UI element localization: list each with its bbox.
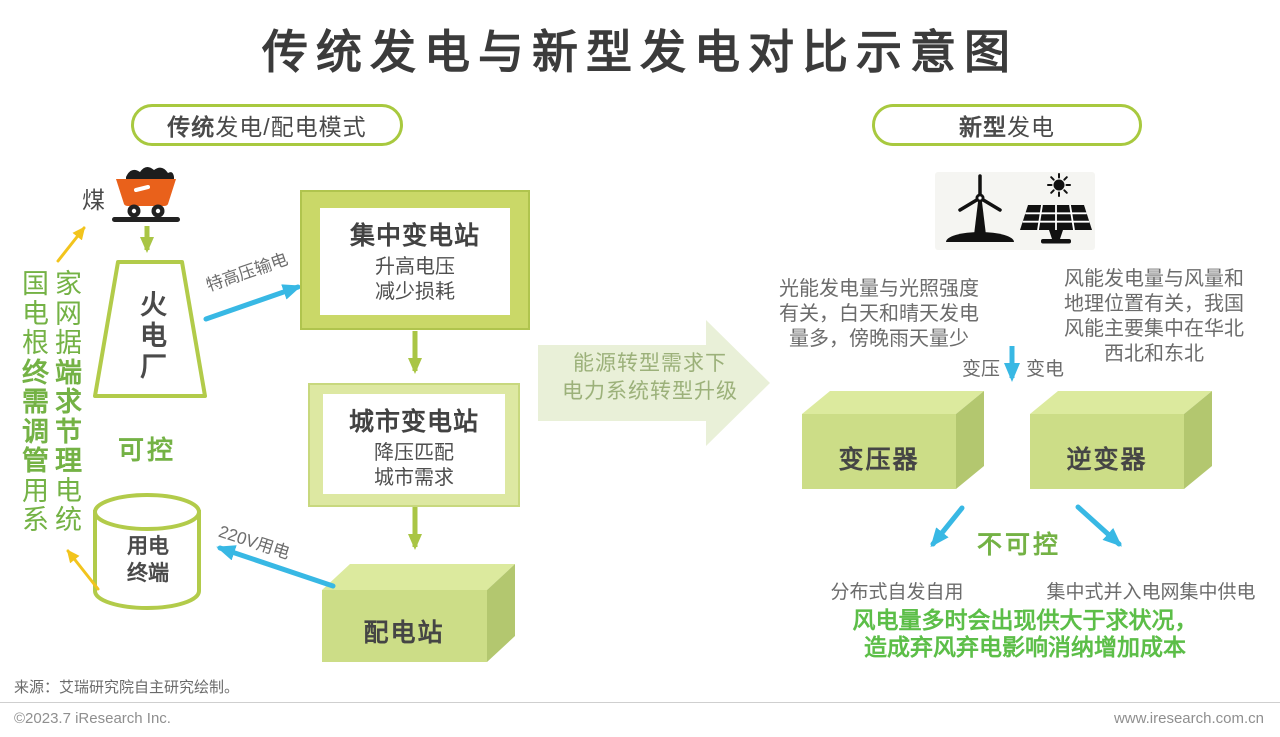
controllable-label: 可控 <box>118 435 177 465</box>
transform-voltage-label: 变压 <box>962 359 1001 380</box>
badge-traditional-rest: 发电/配电模式 <box>215 114 367 140</box>
thermal-plant-label: 火电厂 <box>136 290 166 383</box>
uhv-transmission-label: 特高压输电 <box>203 249 291 296</box>
solar-note: 光能发电量与光照强度 有关，白天和晴天发电 量多，傍晚雨天量少 <box>756 277 1002 352</box>
grid-note-line: 根据 <box>22 328 88 358</box>
grid-note-line: 国家 <box>22 269 88 299</box>
solar-note-line2: 有关，白天和晴天发电 <box>779 303 979 325</box>
power-terminal-label: 用电 终端 <box>110 533 186 587</box>
wind-note-line3: 风能主要集中在华北 <box>1064 318 1244 340</box>
copyright-text: ©2023.7 iResearch Inc. <box>14 710 171 727</box>
badge-traditional-bold: 传统 <box>167 114 216 140</box>
badge-modern-rest: 发电 <box>1007 114 1055 140</box>
solar-note-line3: 量多，傍晚雨天量少 <box>789 328 969 350</box>
wind-note-line1: 风能发电量与风量和 <box>1064 268 1244 290</box>
grid-note-line: 管理 <box>22 446 88 476</box>
city-substation-desc-line2: 城市需求 <box>374 467 454 489</box>
curtailment-warning-line2: 造成弃风弃电影响消纳增加成本 <box>864 634 1186 660</box>
central-substation-box: 集中变电站 升高电压 减少损耗 <box>300 190 530 330</box>
yellow-arrow-terminal-to-grid <box>66 549 100 591</box>
solar-note-line1: 光能发电量与光照强度 <box>779 278 979 300</box>
website-text: www.iresearch.com.cn <box>1113 710 1264 727</box>
distribution-station-label: 配电站 <box>363 619 445 647</box>
city-substation-desc: 降压匹配 城市需求 <box>323 441 505 491</box>
uncontrollable-label: 不可控 <box>977 531 1062 559</box>
transform-substation-label: 变电 <box>1026 359 1065 380</box>
grid-note-line: 电网 <box>22 298 88 329</box>
wind-turbine-icon <box>946 174 1014 242</box>
grid-note-line: 用电 <box>22 475 88 506</box>
city-substation-title: 城市变电站 <box>348 408 479 436</box>
grid-note-line: 调节 <box>22 416 88 447</box>
solar-panel-icon <box>1020 204 1092 244</box>
power-terminal-line1: 用电 <box>127 535 169 558</box>
source-note: 来源：艾瑞研究院自主研究绘制。 <box>14 679 240 696</box>
central-substation-desc-line1: 升高电压 <box>375 256 455 278</box>
city-substation-desc-line1: 降压匹配 <box>374 442 454 464</box>
yellow-arrow-grid-to-coal <box>56 226 86 263</box>
page-title: 传统发电与新型发电对比示意图 <box>262 26 1018 78</box>
grid-note-line: 需求 <box>22 387 88 417</box>
wind-note: 风能发电量与风量和 地理位置有关，我国 风能主要集中在华北 西北和东北 <box>1046 267 1262 367</box>
curtailment-warning: 风电量多时会出现供大于求状况， 造成弃风弃电影响消纳增加成本 <box>826 607 1224 661</box>
distributed-label: 分布式自发自用 <box>830 582 964 603</box>
wind-note-line4: 西北和东北 <box>1104 343 1204 365</box>
renewables-icon-panel <box>935 172 1095 250</box>
badge-modern-bold: 新型 <box>959 114 1007 140</box>
blue-arrow-to-distributed <box>930 505 965 548</box>
badge-modern: 新型发电 <box>872 104 1142 146</box>
badge-traditional: 传统发电/配电模式 <box>131 104 403 146</box>
blue-arrow-to-centralized <box>1075 504 1122 547</box>
transition-arrow-text: 能源转型需求下 电力系统转型升级 <box>540 350 760 406</box>
sun-icon <box>1047 173 1071 197</box>
coal-cart-icon <box>110 160 182 222</box>
coal-label: 煤 <box>82 187 105 213</box>
city-substation-inner: 城市变电站 降压匹配 城市需求 <box>323 394 505 494</box>
state-grid-note: 国家 电网 根据 终端 需求 调节 管理 用电 系统 <box>22 269 102 536</box>
transformer-label: 变压器 <box>838 446 920 474</box>
grid-note-line: 终端 <box>22 357 88 388</box>
transition-line2: 电力系统转型升级 <box>562 380 738 403</box>
wind-note-line2: 地理位置有关，我国 <box>1064 293 1244 315</box>
power-terminal-line2: 终端 <box>127 562 169 585</box>
central-substation-desc-line2: 减少损耗 <box>375 281 455 303</box>
central-substation-inner: 集中变电站 升高电压 减少损耗 <box>320 208 510 315</box>
footer-divider <box>0 702 1280 703</box>
inverter-label: 逆变器 <box>1066 446 1148 474</box>
grid-note-line: 系统 <box>22 505 88 535</box>
central-substation-title: 集中变电站 <box>349 222 480 250</box>
curtailment-warning-line1: 风电量多时会出现供大于求状况， <box>852 607 1198 633</box>
v220-usage-label: 220V用电 <box>216 521 293 563</box>
transition-line1: 能源转型需求下 <box>573 352 727 375</box>
central-substation-desc: 升高电压 减少损耗 <box>320 255 510 305</box>
centralized-label: 集中式并入电网集中供电 <box>1046 582 1256 603</box>
city-substation-box: 城市变电站 降压匹配 城市需求 <box>308 383 520 507</box>
